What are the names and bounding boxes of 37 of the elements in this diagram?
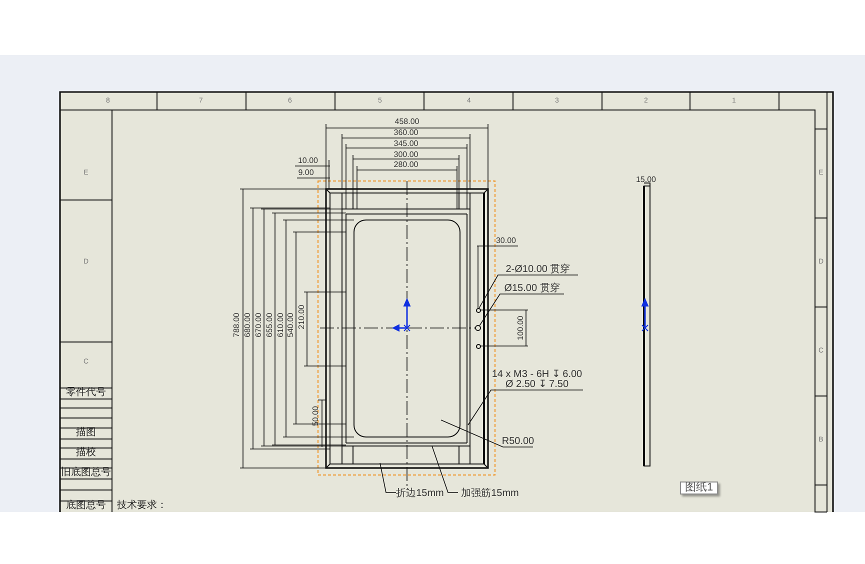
dimension-text: 30.00 — [496, 237, 516, 245]
dimension-text: 300.00 — [394, 151, 418, 159]
dimension-text: 345.00 — [394, 140, 418, 148]
callout-label: 14 x M3 - 6H ↧ 6.00 Ø 2.50 ↧ 7.50 — [491, 369, 583, 390]
dimension-text: 655.00 — [266, 312, 274, 338]
leader-line — [468, 390, 584, 426]
leader-line — [479, 294, 564, 326]
sheet-tab: 图纸1 — [680, 482, 718, 494]
dimension-text: 10.00 — [298, 157, 318, 165]
dimension-text: 540.00 — [287, 312, 295, 338]
title-block-text: 旧底图总号 — [61, 468, 111, 478]
dimension-text: 670.00 — [255, 312, 263, 338]
dimension-text: 210.00 — [298, 304, 306, 330]
dimension-text: 100.00 — [517, 316, 525, 340]
callout-label: 折边15mm — [396, 486, 444, 499]
dimension-text: 360.00 — [394, 129, 418, 137]
dimension-text: 788.00 — [233, 312, 241, 338]
leader-line — [380, 462, 396, 493]
title-block-text: 描图 — [76, 428, 96, 438]
dimension-text: 680.00 — [244, 312, 252, 338]
title-block-text: 底图总号 — [66, 501, 106, 511]
note-text: 技术要求： — [117, 501, 167, 511]
dimension-text: 50.00 — [312, 406, 320, 426]
dimension-text: 9.00 — [298, 169, 314, 177]
title-block-text: 描校 — [76, 448, 96, 458]
callout-label: R50.00 — [503, 437, 533, 447]
callout-label: 加强筋15mm — [458, 486, 522, 499]
title-block-text: 零件代号 — [66, 388, 106, 398]
leader-line — [432, 446, 458, 493]
dimension-text: 280.00 — [394, 161, 418, 169]
callout-label: 2-Ø10.00 贯穿 — [498, 262, 578, 275]
dimension-text: 610.00 — [277, 312, 285, 338]
callout-label: Ø15.00 贯穿 — [500, 281, 564, 294]
dimension-text: 15.00 — [636, 176, 656, 184]
dimension-text: 458.00 — [394, 118, 420, 126]
leader-line — [440, 420, 534, 448]
leader-line — [478, 274, 578, 308]
